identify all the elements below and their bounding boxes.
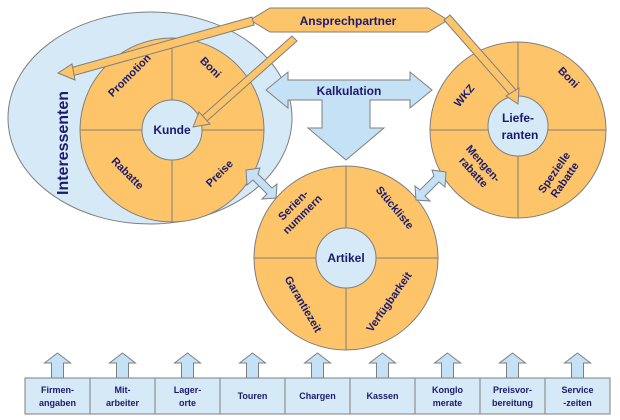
bottom-box-label-3-1: Touren <box>238 391 268 401</box>
bottom-arrow-1 <box>108 352 137 379</box>
kalkulation-label: Kalkulation <box>317 84 382 98</box>
artikel-wheel: Artikel Serien- nummern Stückliste Garan… <box>253 165 439 351</box>
bottom-box-6 <box>414 377 481 415</box>
bottom-box-3 <box>219 377 286 415</box>
bottom-boxes: Firmen-angaben Mit-arbeiter Lager-orte Tour… <box>24 377 611 415</box>
lieferanten-wheel: Liefe- ranten WKZ Boni Mengen- rabatte S… <box>429 41 607 219</box>
bottom-arrow-2 <box>173 352 202 379</box>
bottom-box-label-4-1: Chargen <box>299 391 336 401</box>
ansprechpartner-arrow-lieferanten <box>443 14 520 105</box>
lieferanten-artikel-double-arrow <box>414 169 447 202</box>
bottom-box-label-1-1: Mit- <box>115 385 131 395</box>
bottom-box-2 <box>154 377 221 415</box>
bottom-box-label-8-1: Service <box>561 385 593 395</box>
bottom-arrow-7 <box>498 352 527 379</box>
bottom-box-label-6-1: Konglo <box>432 385 463 395</box>
interessenten-label: Interessenten <box>55 91 72 195</box>
bottom-box-label-5-1: Kassen <box>366 391 398 401</box>
bottom-box-label-8-2: -zeiten <box>563 398 592 408</box>
artikel-center-label: Artikel <box>327 251 364 265</box>
bottom-box-8 <box>544 377 611 415</box>
lieferanten-center-line1: Liefe- <box>502 111 534 125</box>
bottom-box-label-7-2: bereitung <box>492 398 533 408</box>
kalkulation-arrow: Kalkulation <box>265 70 433 161</box>
ansprechpartner-arrow-kunde <box>192 35 298 128</box>
bottom-arrow-6 <box>433 352 462 379</box>
kunde-artikel-double-arrow <box>245 167 278 200</box>
bottom-box-7 <box>479 377 546 415</box>
ansprechpartner-arrow-interessenten <box>56 16 255 81</box>
kunde-center-label: Kunde <box>153 123 191 137</box>
lieferanten-center-line2: ranten <box>502 128 539 142</box>
bottom-box-4 <box>284 377 351 415</box>
bottom-arrow-0 <box>43 352 72 379</box>
bottom-arrow-4 <box>303 352 332 379</box>
bottom-arrows <box>43 352 592 379</box>
bottom-box-label-0-1: Firmen- <box>41 385 74 395</box>
bottom-box-label-2-1: Lager- <box>174 385 202 395</box>
bottom-arrow-3 <box>238 352 267 379</box>
bottom-box-1 <box>89 377 156 415</box>
bottom-arrow-5 <box>368 352 397 379</box>
bottom-box-label-0-2: angaben <box>39 398 76 408</box>
bottom-arrow-8 <box>563 352 592 379</box>
bottom-box-label-7-1: Preisvor- <box>493 385 532 395</box>
bottom-box-label-6-2: merate <box>433 398 463 408</box>
bottom-box-label-2-2: orte <box>179 398 196 408</box>
bottom-box-label-1-2: arbeiter <box>106 398 140 408</box>
ansprechpartner-label: Ansprechpartner <box>300 14 397 28</box>
bottom-box-0 <box>24 377 91 415</box>
